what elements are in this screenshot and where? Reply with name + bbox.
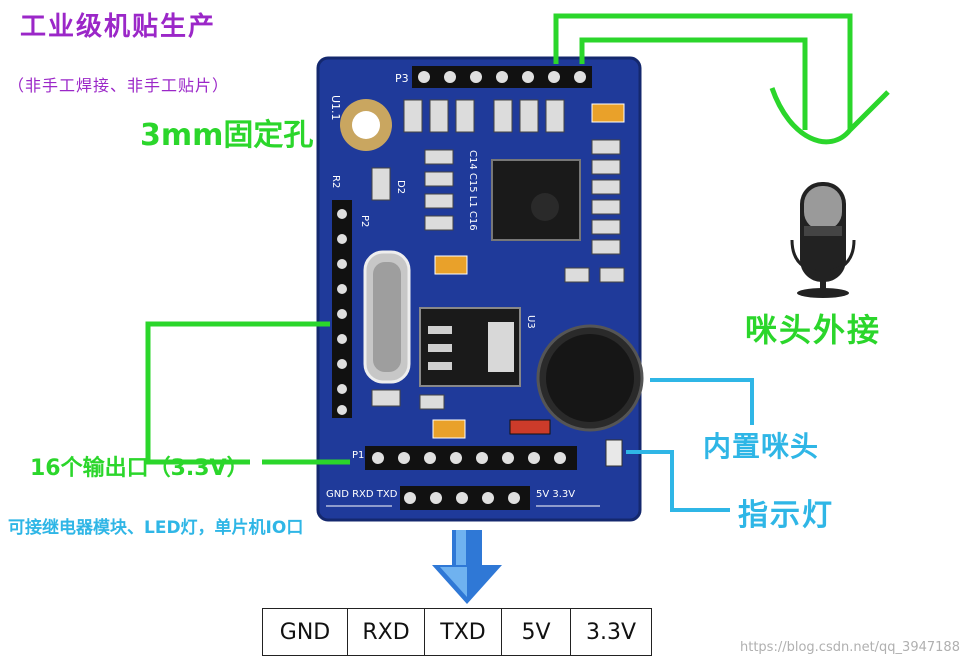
svg-text:C14 C15 L1 C16: C14 C15 L1 C16 (467, 150, 478, 231)
pin-cell: RXD (347, 608, 425, 656)
svg-text:P1: P1 (352, 450, 364, 461)
callout-line-indicator (626, 450, 730, 512)
mounting-hole-label: 3mm固定孔 (140, 118, 314, 153)
pinout-table: GND RXD TXD 5V 3.3V (262, 608, 652, 656)
svg-text:GND RXD TXD: GND RXD TXD (326, 489, 398, 500)
io-compatibility-note: 可接继电器模块、LED灯，单片机IO口 (8, 518, 304, 538)
table-row: GND RXD TXD 5V 3.3V (262, 608, 652, 656)
pin-cell: 5V (501, 608, 571, 656)
microphone-icon (790, 182, 856, 298)
silk-u1: U1.1 (329, 95, 342, 121)
down-arrow-icon (432, 530, 502, 604)
callout-line-mic-outer (553, 13, 853, 130)
external-mic-label: 咪头外接 (745, 311, 882, 349)
indicator-led (605, 439, 623, 467)
indicator-led-label: 指示灯 (738, 498, 834, 533)
callout-line-mic-inner (579, 37, 808, 130)
output-ports-label: 16个输出口（3.3V） (30, 456, 249, 481)
pin-cell: TXD (424, 608, 502, 656)
pin-cell: 3.3V (570, 608, 652, 656)
pin-cell: GND (262, 608, 348, 656)
svg-text:D2: D2 (395, 180, 406, 194)
svg-text:R2: R2 (330, 175, 341, 188)
built-in-mic-label: 内置咪头 (703, 430, 820, 463)
svg-text:5V 3.3V: 5V 3.3V (536, 489, 575, 500)
svg-text:P2: P2 (359, 215, 370, 227)
svg-text:P3: P3 (395, 72, 409, 85)
svg-text:U3: U3 (525, 315, 536, 329)
subtitle: （非手工焊接、非手工贴片） (8, 76, 230, 95)
callout-line-built-in-mic (650, 378, 754, 425)
watermark: https://blog.csdn.net/qq_39471885 (740, 640, 961, 655)
page-title: 工业级机贴生产 (20, 12, 217, 42)
callout-line-outputs (145, 321, 330, 465)
